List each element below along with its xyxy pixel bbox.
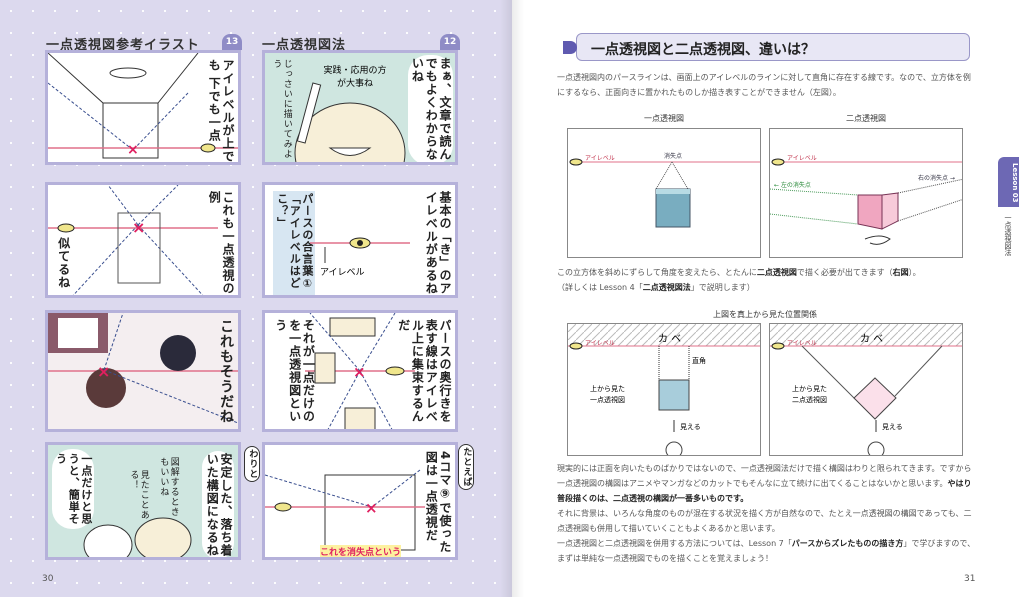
- characters-illustration: [83, 517, 192, 557]
- text: 」で説明します）: [690, 283, 755, 292]
- vanishing-point-label: 消失点: [664, 153, 683, 160]
- comic-aside: 見たことある！: [128, 470, 149, 520]
- right-vp-label: 右の消失点 →: [918, 175, 955, 182]
- section-number-12: 12: [440, 34, 460, 50]
- text: （詳しくは Lesson 4「: [557, 283, 643, 292]
- room-vanishing-illustration: ×: [265, 469, 425, 551]
- text: で描く必要が出てきます（: [796, 268, 893, 277]
- figure-caption-one-point: 一点透視図: [644, 114, 684, 123]
- two-point-cube-diagram: [770, 158, 962, 245]
- room-illustration: ×: [48, 53, 238, 159]
- comic-aside: 実践・応用の方が大事ね: [323, 66, 387, 89]
- comic-text: パースの奥行きを表す線はアイレベル上に集束するんだ: [396, 319, 452, 423]
- one-point-figure: アイレベル 消失点: [567, 128, 761, 258]
- comic-aside: 図解するときもいいね: [158, 457, 179, 517]
- wall-label: カ ベ: [860, 334, 884, 345]
- book-gutter: [500, 0, 524, 597]
- top-view-one-point-figure: アイレベル カ ベ 直角 上から見た 一点透視図 見える: [567, 323, 761, 456]
- mascot-illustration: [294, 82, 406, 162]
- eye-level-label: アイレベル: [585, 155, 615, 162]
- page-number-left: 30: [42, 574, 54, 584]
- comic-text: これもそうだね: [218, 319, 234, 424]
- svg-text:×: ×: [127, 142, 139, 158]
- top-view-label: 上から見た 二点透視図: [792, 385, 827, 404]
- eye-level-label: アイレベル: [585, 340, 615, 347]
- svg-text:×: ×: [365, 499, 378, 517]
- comic-13-panel-2: × 似てるね これも一点透視の例: [45, 182, 241, 298]
- bold-text: やはり普段描くのは、二点透視の構図が一番多いものです。: [557, 479, 972, 503]
- svg-text:×: ×: [353, 363, 366, 381]
- figure-caption-two-point: 二点透視図: [846, 114, 886, 123]
- eye-level-label: アイレベル: [787, 340, 817, 347]
- section-number-13: 13: [222, 34, 242, 50]
- two-point-figure: アイレベル ← 左の消失点 右の消失点 →: [769, 128, 963, 258]
- comic-aside: 似てるね: [56, 237, 71, 289]
- bold-text: パースからズレたものの描き方: [791, 539, 904, 548]
- top-view-two-point-figure: アイレベル カ ベ 上から見た 二点透視図 見える: [769, 323, 963, 456]
- eye-level-illustration: [310, 237, 410, 263]
- comic-text: これも一点透視の例: [207, 191, 235, 295]
- left-vp-label: ← 左の消失点: [774, 182, 811, 189]
- speech-bubble: たとえば: [458, 444, 475, 490]
- section-heading: 一点透視図と二点透視図、違いは？: [563, 33, 970, 61]
- comic-text: まぁ、文章で読んでもよくわからないね: [407, 55, 453, 162]
- section-title-12: 一点透視図法: [262, 38, 347, 53]
- eye-level-label: アイレベル: [787, 155, 817, 162]
- comic-text: 4コマ⑨で使った図は一点透視だ: [424, 451, 452, 554]
- top-view-two-point-diagram: [770, 324, 962, 455]
- classroom-illustration: ×: [48, 313, 238, 424]
- comic-text: アイレベルが上でも 下でも一点: [207, 59, 235, 163]
- wall-label: カ ベ: [658, 334, 682, 345]
- heading-text: 一点透視図と二点透視図、違いは？: [591, 42, 815, 58]
- paragraph-4: 現実的には正面を向いたものばかりではないので、一点透視図法だけで描く構図はわりと…: [557, 461, 977, 566]
- right-angle-label: 直角: [692, 357, 706, 365]
- comic-12-panel-1: じっさいに描いてみよう 実践・応用の方が大事ね まぁ、文章で読んでもよくわからな…: [262, 50, 458, 165]
- corridor-illustration: ×: [48, 185, 218, 295]
- vanishing-point-caption: これを消失点という: [320, 545, 402, 557]
- comic-13-panel-4: 一点だけと思うと、簡単そう 図解するときもいいね 見たことある！ 安定した、落ち…: [45, 442, 241, 560]
- svg-text:×: ×: [132, 218, 145, 237]
- text: 一点透視図と二点透視図を併用する方法については、Lesson 7「: [557, 539, 792, 548]
- speech-bubble: わりと: [244, 446, 261, 482]
- text: それに背景は、いろんな角度のものが混在する状況を描く方が自然なので、たとえ一点透…: [557, 509, 972, 533]
- text: 現実的には正面を向いたものばかりではないので、一点透視図法だけで描く構図はわりと…: [557, 464, 972, 488]
- section-title-13: 一点透視図参考イラスト: [46, 38, 200, 53]
- heading-tag-icon: [563, 41, 577, 54]
- text: 」で学びますので、まずは単純な一点透視図でものを描くことを覚えましょう！: [557, 539, 976, 563]
- top-view-label: 上から見た 一点透視図: [590, 385, 625, 404]
- svg-text:×: ×: [97, 362, 110, 381]
- paragraph-2: この立方体を斜めにずらして角度を変えたら、とたんに二点透視図で描く必要が出てきま…: [557, 265, 977, 295]
- lesson-side-subtitle: 一点透視図法: [1004, 214, 1012, 256]
- comic-12-panel-3: それが一点だけのを一点透視図という × パースの奥行きを表す線はアイレベル上に集…: [262, 310, 458, 432]
- paragraph-1: 一点透視図内のパースラインは、画面上のアイレベルのラインに対して直角に存在する線…: [557, 73, 971, 97]
- figure-2-title: 上図を真上から見た位置関係: [713, 310, 817, 319]
- bold-text: 右図: [892, 268, 909, 277]
- comic-13-panel-1: × アイレベルが上でも 下でも一点: [45, 50, 241, 165]
- one-point-cube-diagram: [569, 158, 760, 228]
- comic-aside: 一点だけと思うと、簡単そう: [52, 449, 94, 529]
- bold-text: 二点透視図: [756, 268, 797, 277]
- see-label: 見える: [882, 423, 903, 431]
- text: ）。: [908, 268, 921, 277]
- comic-text: 基本の「き」のアイレベルがあるね: [424, 191, 452, 295]
- lesson-side-tab: Lesson 03: [998, 157, 1019, 207]
- right-page: [512, 0, 1019, 597]
- comic-aside: じっさいに描いてみよう: [271, 59, 292, 159]
- top-view-one-point-diagram: [568, 324, 760, 455]
- page-number-right: 31: [964, 574, 976, 584]
- bold-text: 二点透視図法: [642, 283, 691, 292]
- eye-level-label: アイレベル: [320, 268, 365, 278]
- comic-13-panel-3: × これもそうだね: [45, 310, 241, 432]
- comic-12-panel-2: パースの合言葉① 「アイレベルはどこ？」 アイレベル 基本の「き」のアイレベルが…: [262, 182, 458, 298]
- comic-text: 安定した、落ち着いた構図になるね: [202, 451, 234, 557]
- see-label: 見える: [680, 423, 701, 431]
- text: この立方体を斜めにずらして角度を変えたら、とたんに: [557, 268, 757, 277]
- comic-note: パースの合言葉① 「アイレベルはどこ？」: [273, 191, 315, 295]
- boxes-vanishing-illustration: ×: [305, 313, 415, 429]
- comic-12-panel-4: × これを消失点という 4コマ⑨で使った図は一点透視だ: [262, 442, 458, 560]
